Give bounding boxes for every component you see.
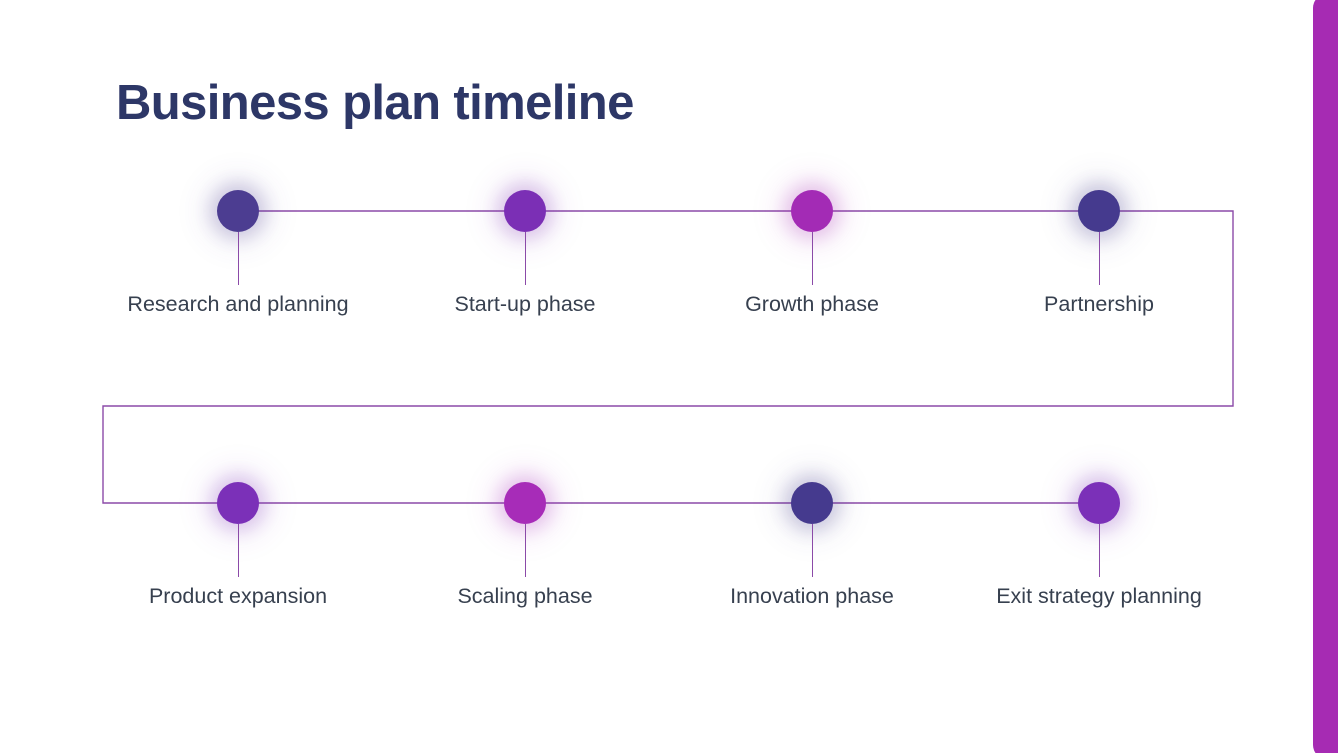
timeline-node-dot[interactable] <box>1078 190 1120 232</box>
timeline-node-label: Research and planning <box>127 292 349 316</box>
timeline-node-dot[interactable] <box>791 482 833 524</box>
timeline-node-dot[interactable] <box>1078 482 1120 524</box>
timeline-node-stem <box>1098 232 1100 285</box>
timeline-node-dot[interactable] <box>504 482 546 524</box>
timeline-node-label: Exit strategy planning <box>996 584 1202 608</box>
timeline-node-dot[interactable] <box>791 190 833 232</box>
timeline-node-stem <box>237 232 239 285</box>
timeline-node-label: Product expansion <box>148 584 328 608</box>
timeline-node-dot[interactable] <box>217 190 259 232</box>
timeline-node-stem <box>811 232 813 285</box>
timeline-node-label: Innovation phase <box>730 584 894 608</box>
timeline-node-stem <box>524 232 526 285</box>
timeline-node-stem <box>524 524 526 577</box>
page-title: Business plan timeline <box>116 76 634 130</box>
timeline-node-stem <box>237 524 239 577</box>
right-accent-bar <box>1313 0 1338 753</box>
connector-stroke <box>102 210 1234 504</box>
timeline-node-label: Scaling phase <box>457 584 593 608</box>
timeline-node-stem <box>811 524 813 577</box>
timeline-node-dot[interactable] <box>217 482 259 524</box>
timeline-node-label: Start-up phase <box>454 292 596 316</box>
timeline-node-stem <box>1098 524 1100 577</box>
timeline-node-label: Growth phase <box>745 292 879 316</box>
timeline-node-dot[interactable] <box>504 190 546 232</box>
timeline-node-label: Partnership <box>1044 292 1154 316</box>
